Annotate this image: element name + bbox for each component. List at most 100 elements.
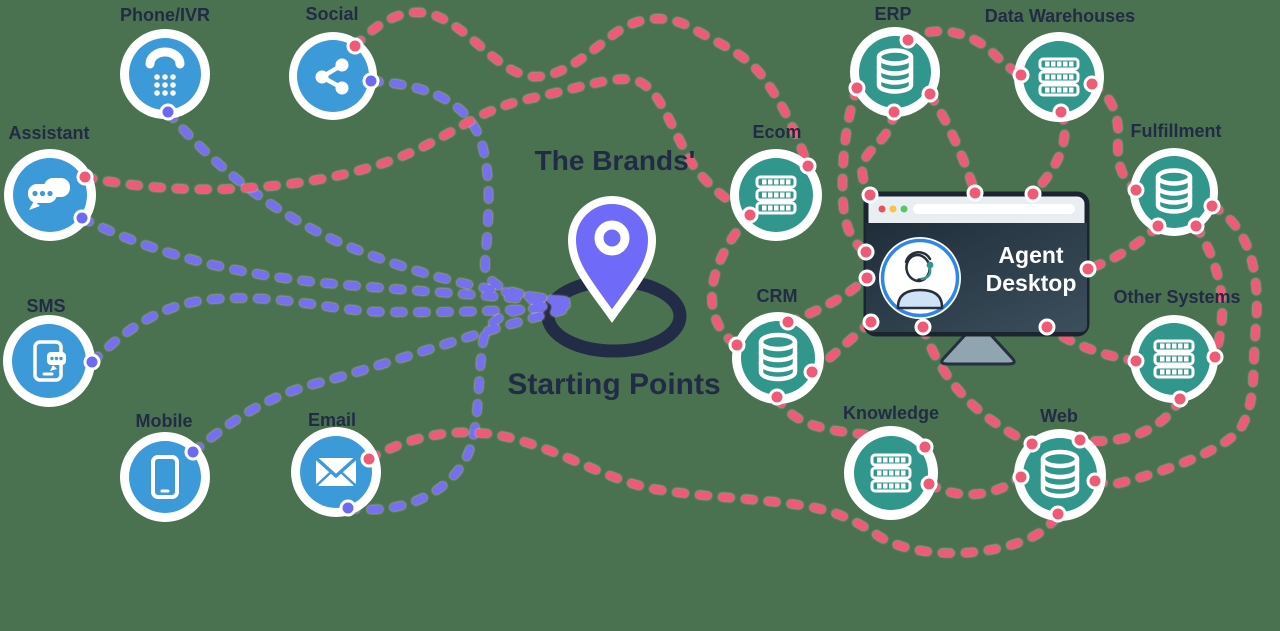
node-circle	[297, 40, 369, 112]
dot-ecom-top	[799, 157, 817, 175]
dot-othersystems-right	[1206, 348, 1224, 366]
line-erp-to-desktop-top	[926, 90, 979, 197]
node-data-warehouses: Data Warehouses	[985, 6, 1135, 122]
dot-monitor-topleft	[861, 186, 879, 204]
line-erp-to-desktop-side	[838, 84, 870, 256]
social-share-icon	[315, 58, 349, 95]
dot-monitor-left-upper	[857, 243, 875, 261]
dot-crm-right	[803, 363, 821, 381]
dot-crm-bottom	[768, 388, 786, 406]
dot-crm-top	[779, 313, 797, 331]
server-rack-icon	[870, 453, 912, 493]
line-assistant-to-ecom	[81, 75, 754, 219]
dot-knowledge-top	[916, 438, 934, 456]
dot-ecom-bottom	[741, 206, 759, 224]
line-othersystems-to-desktop	[1043, 323, 1140, 365]
system-label: Web	[1040, 406, 1078, 426]
dot-monitor-topright	[1024, 185, 1042, 203]
monitor-stand	[940, 332, 1016, 366]
database-icon	[876, 48, 914, 94]
dot-warehouses-bottom	[1052, 103, 1070, 121]
channel-label: Social	[305, 4, 358, 24]
dot-social-red	[346, 37, 364, 55]
address-bar	[913, 204, 1075, 214]
minimize-dot-icon	[889, 205, 897, 213]
line-erp-to-desktop	[858, 108, 898, 199]
line-crm-to-desktop-left	[784, 274, 871, 326]
node-social: Social	[289, 4, 377, 120]
blue-connection-lines	[78, 77, 576, 514]
maximize-dot-icon	[900, 205, 908, 213]
node-knowledge: Knowledge	[843, 403, 939, 520]
line-phone-to-center	[164, 108, 576, 306]
dot-othersystems-left	[1127, 352, 1145, 370]
dot-web-topleft	[1023, 435, 1041, 453]
node-web: Web	[1014, 406, 1106, 521]
connection-dots	[73, 31, 1224, 523]
node-circle	[129, 38, 201, 110]
dot-phone	[159, 103, 177, 121]
line-warehouses-to-desktop	[1029, 108, 1069, 198]
location-pin-icon	[567, 196, 657, 323]
system-label: CRM	[757, 286, 798, 306]
system-label: Fulfillment	[1131, 121, 1222, 141]
dot-fulfillment-br	[1187, 217, 1205, 235]
channel-label: Assistant	[8, 123, 89, 143]
server-rack-icon	[1153, 339, 1195, 379]
dot-monitor-bottomright	[1038, 318, 1056, 336]
server-rack-icon	[755, 175, 797, 215]
system-label: Ecom	[752, 122, 801, 142]
dot-web-left	[1012, 468, 1030, 486]
line-social-to-center	[367, 77, 574, 305]
dot-monitor-bottommid	[914, 318, 932, 336]
node-ecom: Ecom	[730, 122, 822, 241]
chat-assistant-icon	[28, 178, 70, 210]
line-social-to-ecom	[351, 8, 812, 170]
node-phone-ivr: Phone/IVR	[120, 5, 210, 119]
line-desktop-to-web	[919, 323, 1036, 448]
dot-erp-top	[899, 31, 917, 49]
line-fulfillment-to-web	[1091, 202, 1261, 488]
node-assistant: Assistant	[4, 123, 96, 241]
node-other-systems: Other Systems	[1113, 287, 1241, 403]
node-mobile: Mobile	[120, 411, 210, 522]
line-knowledge-to-web	[925, 473, 1025, 499]
line-erp-to-warehouses	[904, 27, 1025, 79]
dot-assistant-blue	[73, 209, 91, 227]
agent-avatar-icon	[879, 237, 961, 319]
server-rack-icon	[1038, 57, 1080, 97]
node-email: Email	[291, 410, 381, 517]
dot-web-topright	[1071, 431, 1089, 449]
system-label: ERP	[874, 4, 911, 24]
browser-traffic-lights	[878, 205, 908, 213]
dot-mobile	[184, 443, 202, 461]
agent-desktop-monitor: Agent Desktop	[863, 191, 1090, 366]
dot-fulfillment-left	[1127, 181, 1145, 199]
dot-email-blue	[339, 499, 357, 517]
dot-knowledge-right	[920, 475, 938, 493]
dot-monitor-bottomleft	[862, 313, 880, 331]
dot-social-blue	[362, 72, 380, 90]
center-title-line2: Starting Points	[507, 368, 720, 401]
center-title-line1: The Brands'	[535, 145, 696, 176]
dot-monitor-left-lower	[858, 269, 876, 287]
line-assistant-to-center	[78, 214, 576, 308]
channel-label: Phone/IVR	[120, 5, 210, 25]
line-ecom-to-crm	[707, 211, 754, 349]
line-fulfillment-to-desktop	[1084, 222, 1162, 273]
system-nodes: ERP Data Warehouses	[730, 4, 1241, 521]
line-fulfillment-to-othersystems	[1192, 222, 1227, 361]
dot-sms	[83, 353, 101, 371]
channel-label: Email	[308, 410, 356, 430]
dot-othersystems-bottom	[1171, 390, 1189, 408]
channel-label: SMS	[26, 296, 65, 316]
database-icon	[1155, 168, 1193, 214]
agent-desktop-label-line1: Agent	[998, 242, 1064, 268]
dot-web-right	[1086, 472, 1104, 490]
dot-monitor-topmid	[966, 184, 984, 202]
node-crm: CRM	[732, 286, 824, 404]
system-label: Knowledge	[843, 403, 939, 423]
line-email-to-web	[365, 428, 1062, 558]
dot-erp-bottom	[885, 103, 903, 121]
